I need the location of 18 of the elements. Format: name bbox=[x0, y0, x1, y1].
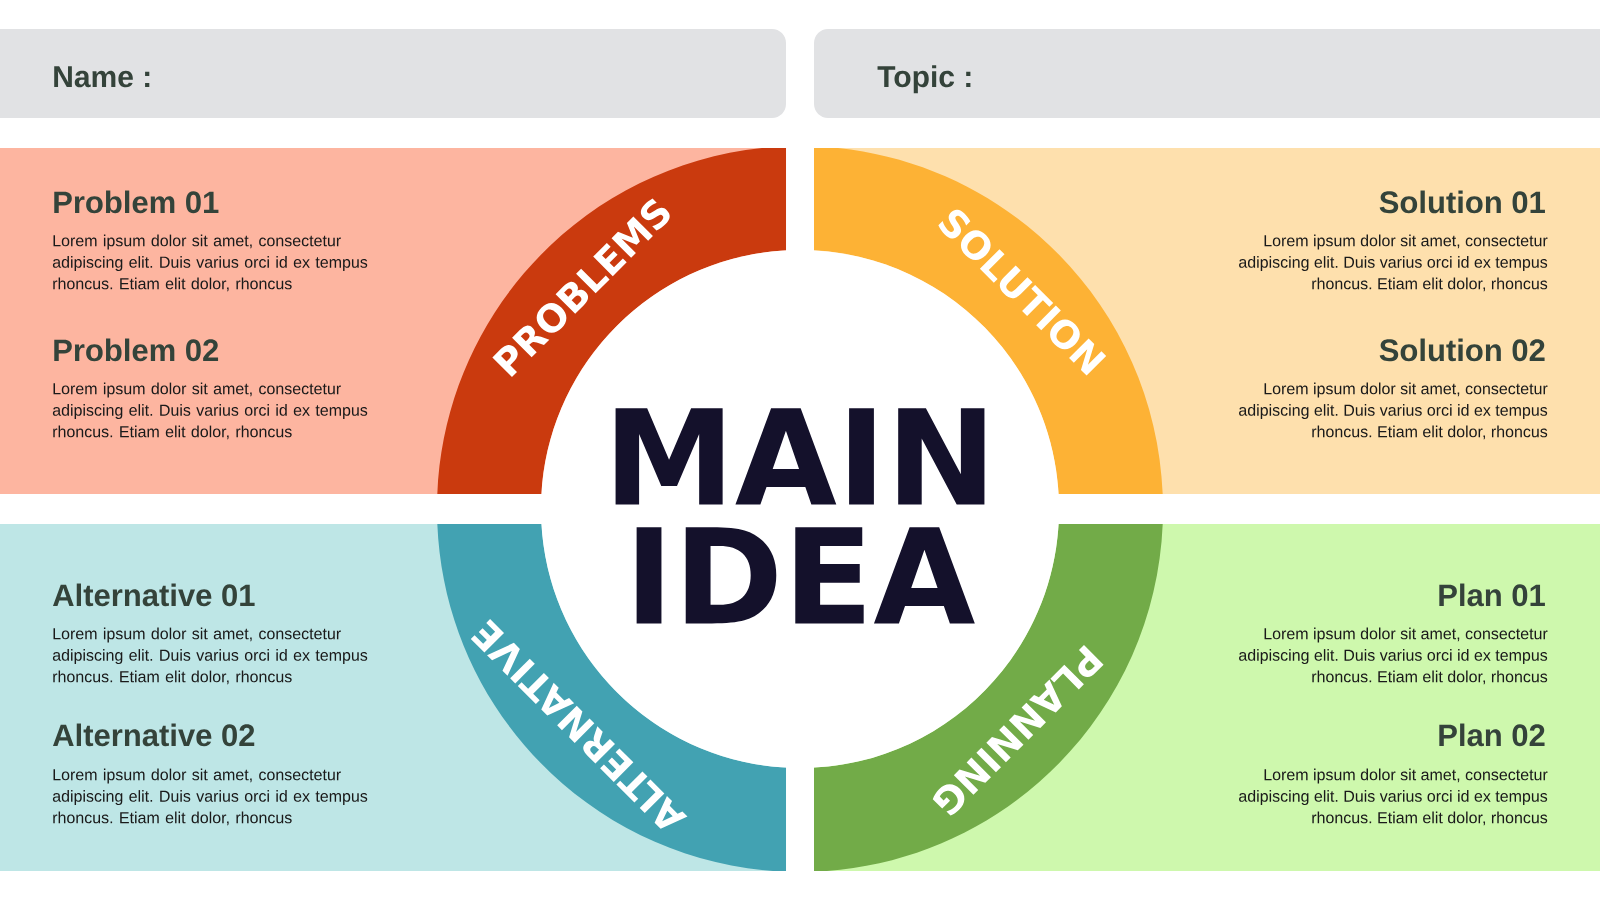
input-field: Name : bbox=[0, 29, 786, 118]
heading: Alternative 01 bbox=[52, 583, 255, 607]
body-text: Lorem ipsum dolor sit amet, consectetur adipiscing elit. Duis varius orci id ex tempus rhoncus. Etiam elit dolor, rhoncus bbox=[52, 768, 368, 826]
heading: Plan 01 bbox=[1439, 583, 1545, 607]
body-text: Lorem ipsum dolor sit amet, consectetur adipiscing elit. Duis varius orci id ex tempus rhoncus. Etiam elit dolor, rhoncus bbox=[52, 234, 368, 292]
body-text: Lorem ipsum dolor sit amet, consectetur adipiscing elit. Duis varius orci id ex tempus rhoncus. Etiam elit dolor, rhoncus bbox=[52, 382, 368, 440]
heading: Problem 01 bbox=[54, 190, 219, 214]
heading: Solution 02 bbox=[1379, 338, 1545, 362]
body-text: Lorem ipsum dolor sit amet, consectetur adipiscing elit. Duis varius orci id ex tempus rhoncus. Etiam elit dolor, rhoncus bbox=[1239, 768, 1548, 826]
heading: Plan 02 bbox=[1439, 723, 1545, 747]
body-text: Lorem ipsum dolor sit amet, consectetur adipiscing elit. Duis varius orci id ex tempus rhoncus. Etiam elit dolor, rhoncus bbox=[1239, 382, 1548, 440]
heading: Alternative 02 bbox=[52, 723, 255, 747]
heading: Solution 01 bbox=[1379, 190, 1545, 214]
input-field: Topic : bbox=[814, 29, 1600, 118]
heading: Problem 02 bbox=[54, 338, 219, 362]
body-text: Lorem ipsum dolor sit amet, consectetur adipiscing elit. Duis varius orci id ex tempus rhoncus. Etiam elit dolor, rhoncus bbox=[1239, 627, 1548, 685]
body-text: Lorem ipsum dolor sit amet, consectetur adipiscing elit. Duis varius orci id ex tempus rhoncus. Etiam elit dolor, rhoncus bbox=[52, 627, 368, 685]
body-text: Lorem ipsum dolor sit amet, consectetur adipiscing elit. Duis varius orci id ex tempus rhoncus. Etiam elit dolor, rhoncus bbox=[1239, 234, 1548, 292]
